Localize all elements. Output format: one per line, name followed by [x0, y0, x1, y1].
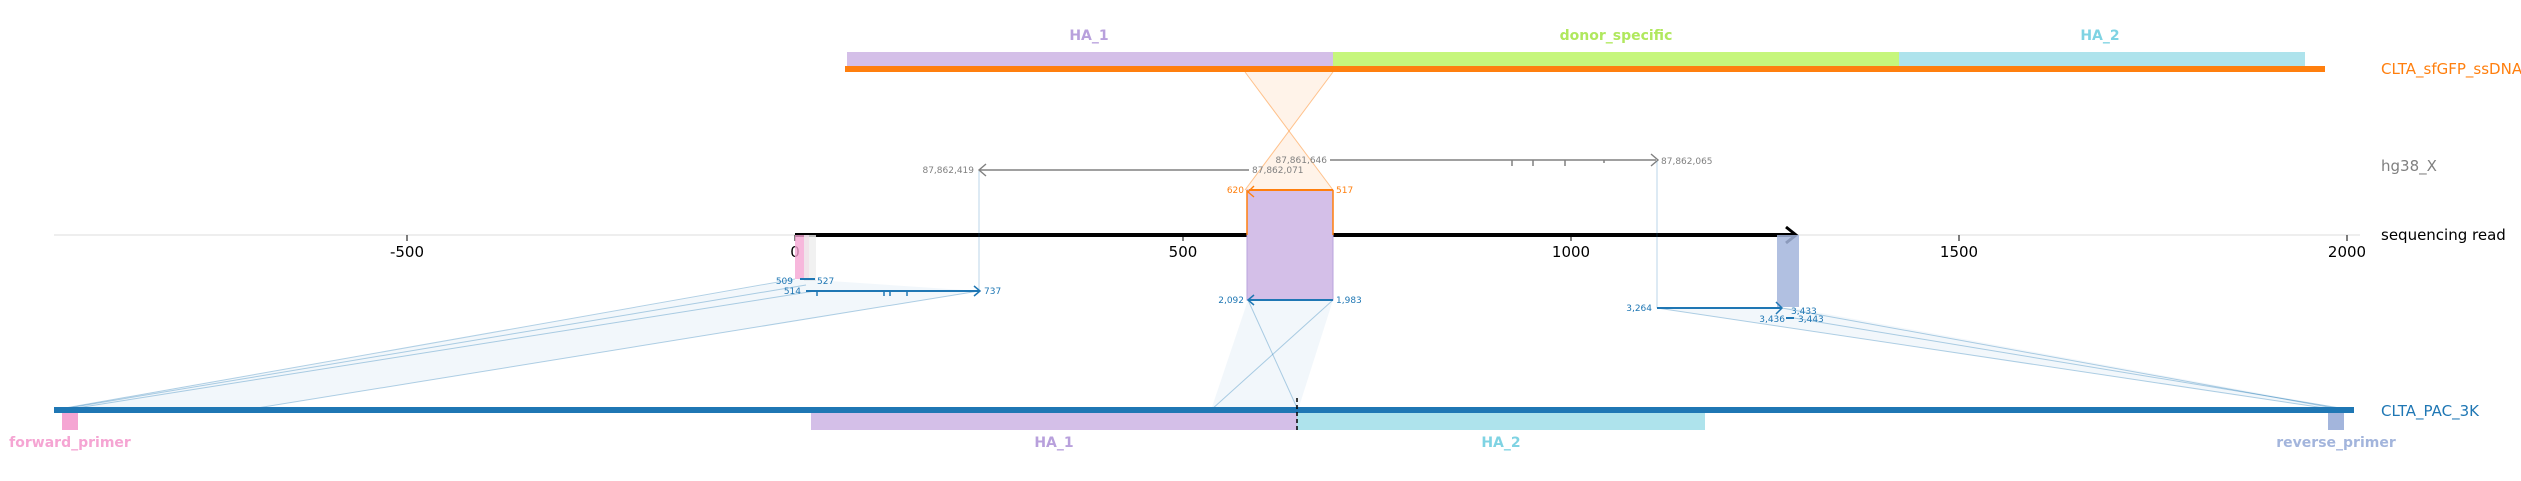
donor-name: CLTA_sfGFP_ssDNA: [2381, 60, 2521, 79]
target-mapping-line: [1656, 307, 2339, 411]
donor-line: [845, 66, 2325, 72]
genome-left-end-coord: 87,862,071: [1252, 166, 1304, 176]
donor-ha1-block: [847, 52, 1333, 66]
target-line: [54, 407, 2354, 413]
target-mapping-line: [1781, 307, 2346, 411]
target-name: CLTA_PAC_3K: [2381, 402, 2480, 421]
target-coord: 737: [984, 287, 1001, 297]
target-coord: 1,983: [1336, 296, 1362, 306]
target-coord: 3,443: [1798, 315, 1824, 325]
donor-mapping-band: [1245, 72, 1333, 190]
genome-track: 87,862,419 87,862,071 87,861,646 87,862,…: [922, 153, 2437, 177]
donor-mapping: [1244, 71, 1334, 191]
donor-left-coord: 620: [1227, 186, 1244, 196]
target-alignments: 509 527 514 737 2,092 1,983 3,264 3,433 …: [776, 235, 1824, 325]
target-mapping-line: [244, 290, 980, 411]
target-ha2-label: HA_2: [1481, 435, 1520, 451]
donor-right-coord: 517: [1336, 186, 1353, 196]
target-coord: 509: [776, 277, 793, 287]
read-axis-ticks: -500 0 500 1000 1500 2000: [390, 235, 2366, 261]
axis-tick-label: 1500: [1940, 243, 1978, 261]
donor-alignment: 620 517: [1227, 185, 1353, 301]
target-ha1-block: [811, 413, 1297, 430]
donor-ha2-block: [1899, 52, 2305, 66]
read-name: sequencing read: [2381, 226, 2506, 244]
axis-tick-label: -500: [390, 243, 424, 261]
target-forward-primer-block: [62, 413, 78, 430]
target-reverse-primer-block: [2328, 413, 2344, 430]
reverse-primer-box: [1777, 235, 1799, 307]
target-coord: 514: [784, 287, 801, 297]
target-mapping: [53, 278, 2353, 411]
axis-tick-label: 1000: [1552, 243, 1590, 261]
donor-ha1-label: HA_1: [1069, 28, 1108, 44]
target-alignment-arrowhead: [1246, 294, 1255, 306]
target-coord: 3,433: [1791, 307, 1817, 317]
axis-tick-label: 2000: [2328, 243, 2366, 261]
target-coord: 527: [817, 277, 834, 287]
donor-mapping-line: [1244, 71, 1334, 191]
target-mapping-line: [53, 278, 796, 411]
forward-primer-box: [804, 235, 816, 281]
target-forward-primer-label: forward_primer: [9, 435, 131, 451]
target-ha2-block: [1297, 413, 1705, 430]
target-mapping-band: [1211, 300, 1333, 410]
axis-tick-label: 500: [1169, 243, 1198, 261]
donor-specific-block: [1333, 52, 1899, 66]
genome-right-end-coord: 87,862,065: [1661, 157, 1713, 167]
donor-alignment-box: [1246, 189, 1334, 301]
target-coord: 3,436: [1759, 315, 1785, 325]
donor-mapping-line: [1244, 71, 1334, 191]
genome-name: hg38_X: [2381, 157, 2437, 176]
target-coord: 3,264: [1626, 304, 1652, 314]
genome-left-arrowhead: [977, 163, 987, 177]
target-alignment-arrowhead: [973, 285, 982, 297]
target-mapping-band: [1657, 308, 2352, 410]
target-track: forward_primer HA_1 HA_2 reverse_primer …: [9, 398, 2480, 451]
target-mapping-line: [1210, 299, 1334, 411]
genome-right-arrowhead: [1650, 153, 1660, 167]
target-alignment-arrowhead: [1775, 301, 1784, 315]
target-mapping-line: [63, 290, 816, 411]
target-mapping-line: [1793, 317, 2353, 411]
donor-track: HA_1 donor_specific HA_2 CLTA_sfGFP_ssDN…: [845, 28, 2521, 79]
donor-alignment-arrowhead: [1246, 185, 1255, 198]
target-reverse-primer-label: reverse_primer: [2276, 435, 2396, 451]
donor-ha2-label: HA_2: [2080, 28, 2119, 44]
target-ha1-label: HA_1: [1034, 435, 1073, 451]
target-coord: 2,092: [1218, 296, 1244, 306]
target-mapping-band: [54, 279, 979, 410]
donor-specific-label: donor_specific: [1560, 28, 1673, 44]
target-mapping-line: [55, 284, 807, 411]
target-mapping-line: [1247, 299, 1299, 411]
genome-left-start-coord: 87,862,419: [922, 166, 974, 176]
genome-right-start-coord: 87,861,646: [1275, 156, 1327, 166]
